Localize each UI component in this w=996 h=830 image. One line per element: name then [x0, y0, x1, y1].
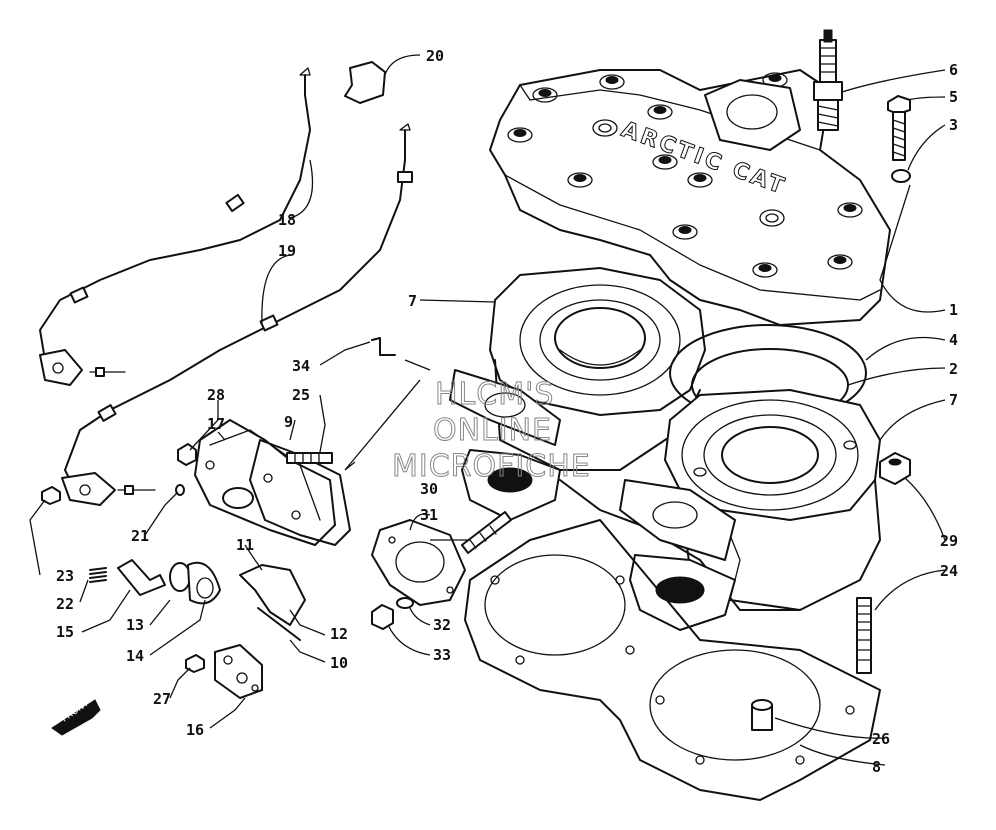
- stud-25: [286, 452, 333, 464]
- throttle-cam: [187, 561, 221, 605]
- cable-18: [39, 67, 311, 386]
- callout-14: 14: [126, 647, 144, 665]
- callout-27: 27: [153, 690, 171, 708]
- cover-screw: [185, 654, 205, 673]
- throttle-arm: [239, 564, 306, 626]
- callout-7-front: 7: [949, 391, 958, 409]
- nut: [371, 604, 394, 630]
- callout-18: 18: [278, 211, 296, 229]
- callout-9: 9: [284, 413, 293, 431]
- callout-29: 29: [940, 532, 958, 550]
- base-gasket: [464, 519, 881, 801]
- watermark: HLCM'S ONLINE MICROFICHE: [392, 377, 591, 485]
- cylinder-rear: [489, 267, 706, 471]
- callout-22: 22: [56, 595, 74, 613]
- leader-lines: [29, 54, 946, 766]
- washer: [891, 169, 911, 183]
- cable-19: [61, 123, 413, 506]
- callout-10: 10: [330, 654, 348, 672]
- adjust-screw: [257, 607, 301, 641]
- exhaust-port-front: [619, 479, 736, 561]
- callout-4: 4: [949, 331, 958, 349]
- watermark-line-1: HLCM'S: [435, 377, 554, 412]
- front-arrow-icon: FRONT: [51, 698, 101, 736]
- callout-8: 8: [872, 758, 881, 776]
- callout-3: 3: [949, 116, 958, 134]
- callout-20: 20: [426, 47, 444, 65]
- cover-plate: [214, 644, 263, 699]
- head-bolt: [887, 95, 911, 161]
- cylinder-head: ARCTIC CAT: [489, 69, 891, 326]
- intake-gasket: [371, 519, 466, 606]
- callout-28: 28: [207, 386, 225, 404]
- callout-16: 16: [186, 721, 204, 739]
- callout-numbers: 20 18 19 6 5 3 1 4 2 7 7 29 24 26 8 34 2…: [56, 47, 958, 776]
- reed-valve-assembly: [194, 419, 336, 546]
- callout-1: 1: [949, 301, 958, 319]
- callout-19: 19: [278, 242, 296, 260]
- small-o-ring: [175, 484, 185, 496]
- callout-17: 17: [207, 415, 225, 433]
- callout-24: 24: [940, 562, 958, 580]
- callout-32: 32: [433, 616, 451, 634]
- watermark-line-3: MICROFICHE: [392, 449, 591, 484]
- callout-23: 23: [56, 567, 74, 585]
- cam-washer: [169, 562, 191, 592]
- callout-15: 15: [56, 623, 74, 641]
- watermark-line-2: ONLINE: [433, 413, 552, 448]
- flange-nut: [879, 452, 911, 485]
- callout-26: 26: [872, 730, 890, 748]
- callout-7-rear: 7: [408, 292, 417, 310]
- callout-11: 11: [236, 536, 254, 554]
- callout-33: 33: [433, 646, 451, 664]
- callout-5: 5: [949, 88, 958, 106]
- intake-flange-1: [461, 449, 561, 521]
- callout-34: 34: [292, 357, 310, 375]
- exhaust-port-rear: [449, 369, 561, 446]
- callout-2: 2: [949, 360, 958, 378]
- screw: [41, 486, 61, 505]
- stud: [461, 511, 512, 554]
- pin: [371, 337, 396, 356]
- lock-washer: [396, 597, 414, 609]
- callout-13: 13: [126, 616, 144, 634]
- callout-12: 12: [330, 625, 348, 643]
- callout-25: 25: [292, 386, 310, 404]
- callout-31: 31: [420, 506, 438, 524]
- cable-clip: [344, 61, 386, 104]
- callout-21: 21: [131, 527, 149, 545]
- callout-6: 6: [949, 61, 958, 79]
- callout-30: 30: [420, 480, 438, 498]
- spark-plug: [813, 29, 843, 131]
- intake-flange-2: [629, 554, 736, 631]
- spring: [89, 567, 107, 583]
- dowel-pin: [751, 699, 773, 731]
- throttle-lever: [117, 559, 166, 596]
- cylinder-stud: [856, 597, 872, 674]
